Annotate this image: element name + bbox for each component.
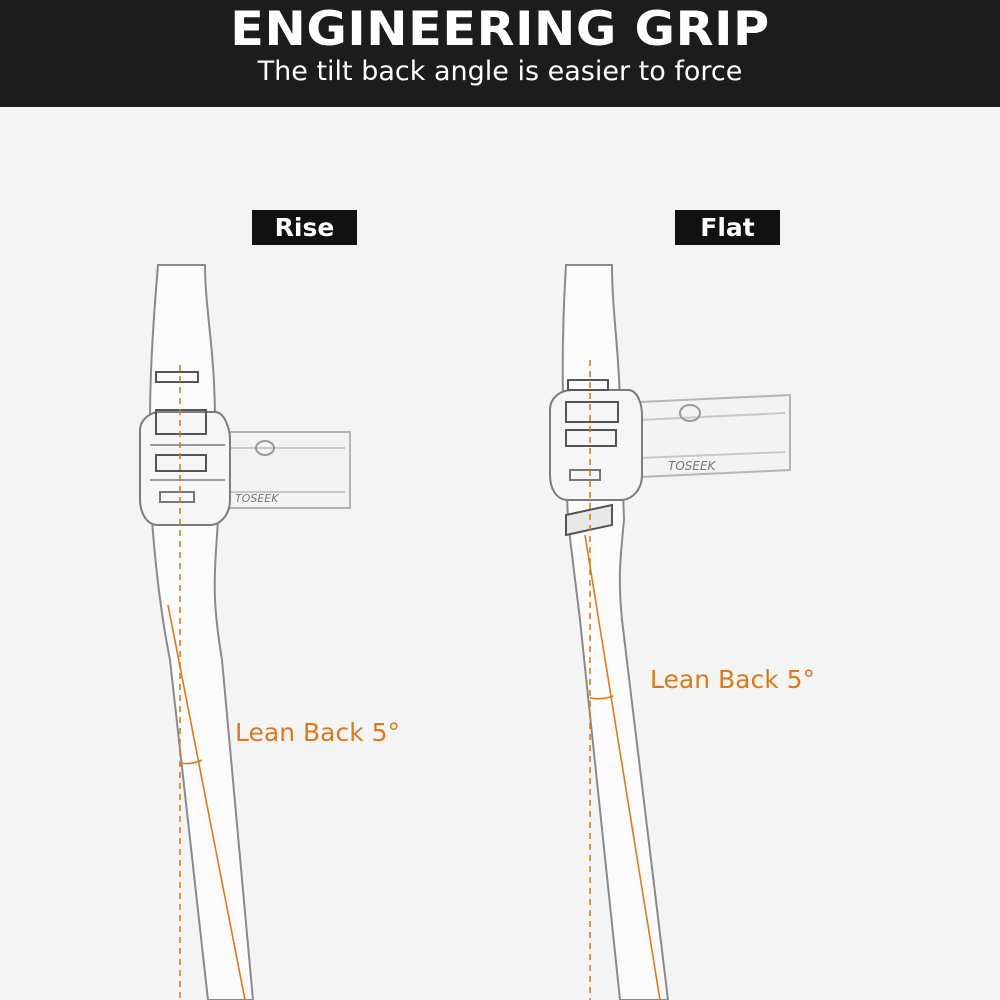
flat-bar — [561, 264, 670, 1000]
flat-angle-label: Lean Back 5° — [650, 665, 816, 694]
flat-angle-guides — [584, 360, 661, 1000]
tag-flat: Flat — [675, 210, 780, 245]
rise-angle-label: Lean Back 5° — [235, 718, 401, 747]
flat-brand-text: TOSEEK — [668, 459, 717, 473]
rise-brand-text: TOSEEK — [235, 492, 279, 505]
rise-handlebar: TOSEEK — [139, 264, 351, 1000]
handlebar-illustration: TOSEEK TOSEEK — [139, 264, 791, 1000]
rise-bar — [148, 264, 255, 1000]
page-subtitle: The tilt back angle is easier to force — [257, 56, 743, 87]
tag-rise: Rise — [252, 210, 357, 245]
header-banner: ENGINEERING GRIP The tilt back angle is … — [0, 0, 1000, 107]
rise-angle-guides — [167, 365, 246, 1000]
flat-handlebar: TOSEEK — [549, 264, 791, 1000]
page-title: ENGINEERING GRIP — [230, 2, 770, 57]
rise-clamp — [139, 411, 231, 526]
